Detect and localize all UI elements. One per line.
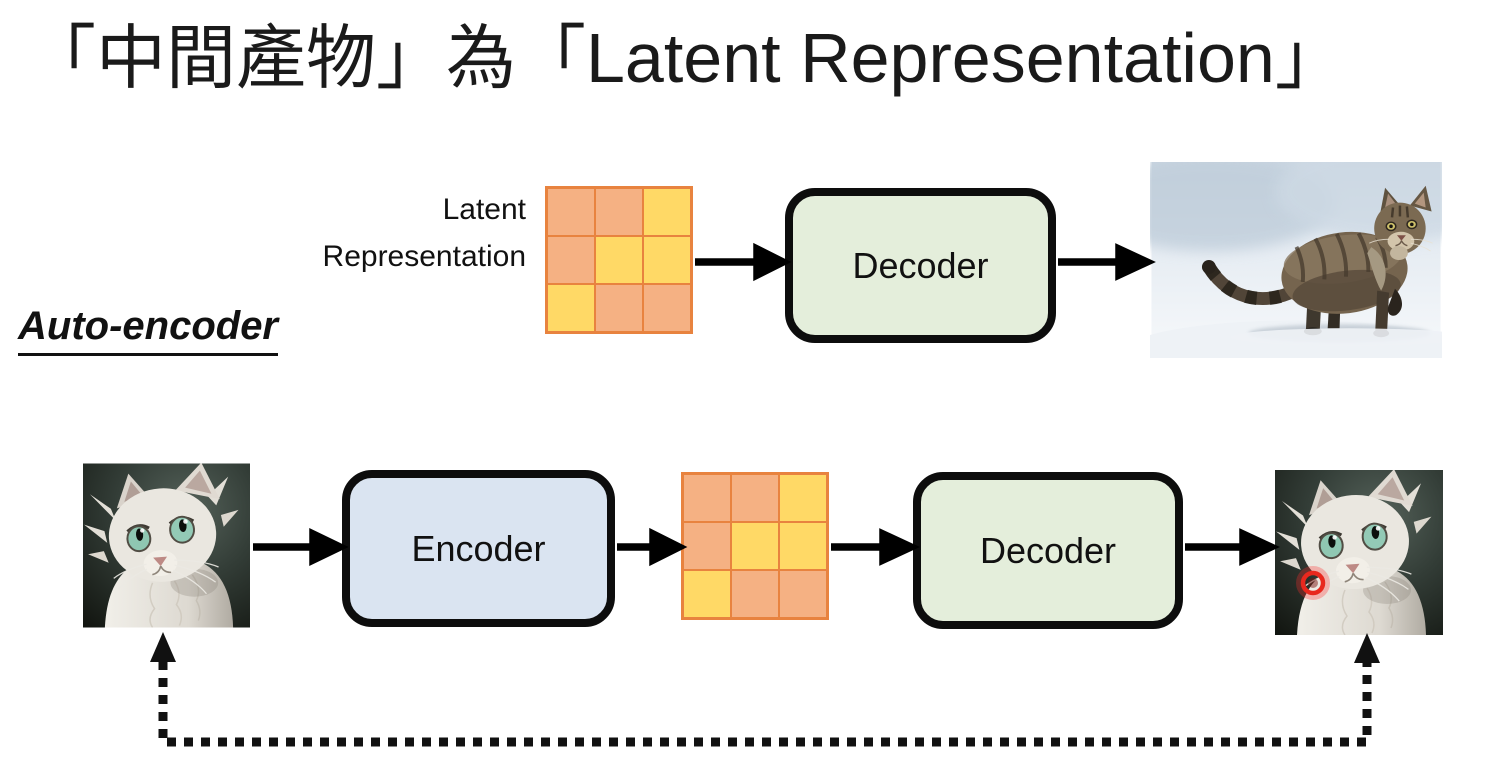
forehead-stripes	[1390, 205, 1410, 218]
dotted-arrowhead-right	[1354, 633, 1380, 663]
latent-cell-orange	[547, 236, 595, 284]
latent-label-line1: Latent	[442, 193, 526, 226]
latent-cell-orange	[595, 284, 643, 332]
decoded-cat-image	[1150, 162, 1442, 358]
arrow-grid-to-decoder-bottom	[831, 528, 920, 566]
latent-cell-yellow	[547, 284, 595, 332]
latent-grid-bottom	[681, 472, 829, 620]
arrow-image-to-encoder	[253, 528, 349, 566]
arrow-grid-to-decoder-top	[695, 242, 792, 282]
latent-cell-orange	[547, 188, 595, 236]
latent-cell-yellow	[731, 522, 779, 570]
arrow-decoder-to-image-bottom	[1185, 528, 1280, 566]
decoder-box-bottom-label: Decoder	[979, 529, 1117, 571]
encoder-box: Encoder	[342, 470, 615, 627]
arrow-encoder-to-grid	[617, 527, 688, 567]
latent-cell-yellow	[779, 474, 827, 522]
latent-cell-yellow	[595, 236, 643, 284]
latent-cell-orange	[683, 522, 731, 570]
input-cat-image	[83, 463, 250, 628]
front-leg	[1375, 290, 1390, 333]
arrow-decoder-to-image-top	[1058, 243, 1156, 281]
encoder-box-label: Encoder	[411, 527, 546, 569]
latent-cell-orange	[595, 188, 643, 236]
latent-cell-yellow	[643, 188, 691, 236]
latent-cell-orange	[731, 474, 779, 522]
tabby-cat-snow-illustration	[1150, 162, 1442, 358]
white-cat-reconstructed-illustration	[1275, 470, 1443, 635]
latent-grid-top	[545, 186, 693, 334]
decoder-box-top: Decoder	[785, 188, 1056, 343]
dotted-reconstruction-feedback-arrow	[150, 632, 1380, 747]
head	[1369, 185, 1433, 260]
decoder-box-bottom: Decoder	[913, 472, 1183, 629]
slide-title: 「中間產物」為「Latent Representation」	[26, 19, 1345, 97]
latent-cell-orange	[683, 474, 731, 522]
body	[1281, 231, 1408, 314]
whiskers	[1369, 238, 1433, 252]
decoder-box-top-label: Decoder	[852, 244, 989, 286]
difference-marker-icon	[1296, 566, 1330, 600]
latent-cell-yellow	[643, 236, 691, 284]
latent-cell-yellow	[683, 570, 731, 618]
white-cat-illustration	[83, 463, 250, 628]
latent-representation-label: Latent Representation	[210, 186, 526, 280]
latent-cell-orange	[643, 284, 691, 332]
raised-paw	[1387, 288, 1403, 316]
tabby-cat	[1201, 185, 1442, 347]
dotted-arrowhead-left	[150, 632, 176, 662]
auto-encoder-label: Auto-encoder	[18, 304, 278, 356]
latent-cell-orange	[779, 570, 827, 618]
reconstructed-cat-image	[1275, 470, 1443, 635]
latent-cell-orange	[731, 570, 779, 618]
latent-label-line2: Representation	[322, 240, 526, 273]
latent-cell-yellow	[779, 522, 827, 570]
